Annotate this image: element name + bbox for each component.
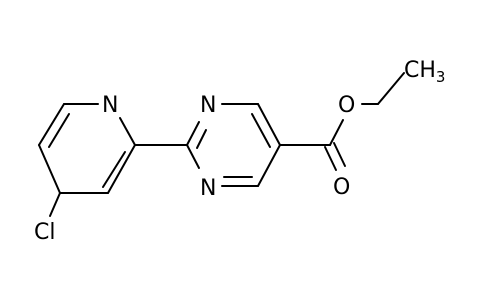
atom-ch3-main: CH (404, 58, 436, 83)
bond-carbonyl-o (329, 119, 344, 146)
bond-pyr-c5-c6-inner (48, 113, 70, 148)
bond-pym-c2-n1-inner (196, 129, 207, 149)
atom-o-carbonyl: O (333, 175, 350, 200)
bond-pym-c6-c5-inner (251, 113, 271, 148)
bond-pyr-c4-c5 (38, 144, 61, 194)
bond-pym-c2-n1 (186, 121, 200, 146)
bond-pyr-c2-c3-inner (102, 151, 126, 188)
atom-ch3: CH3 (404, 58, 445, 86)
bond-pyr-c2-c3 (107, 144, 136, 194)
atom-ch3-subscript: 3 (436, 68, 446, 86)
bond-pyr-n-c2 (119, 117, 136, 146)
bond-pym-c5-c4 (257, 144, 281, 187)
atom-n-pyrimidine-top: N (200, 93, 216, 118)
bond-ethyl-methyl (377, 72, 405, 105)
bond-carbonyl-double-2 (333, 142, 346, 167)
bond-pyr-c5-c6 (38, 103, 65, 146)
atom-n-pyridine: N (102, 93, 118, 118)
atom-n-pyrimidine-bottom: N (200, 176, 216, 201)
atom-cl: Cl (34, 220, 55, 245)
atom-o-ester: O (338, 93, 355, 118)
bond-c4-cl (49, 192, 61, 217)
bond-carbonyl-double-1 (324, 146, 337, 171)
bond-pym-n3-c2 (186, 144, 200, 169)
bond-pym-c6-c5 (257, 103, 281, 146)
